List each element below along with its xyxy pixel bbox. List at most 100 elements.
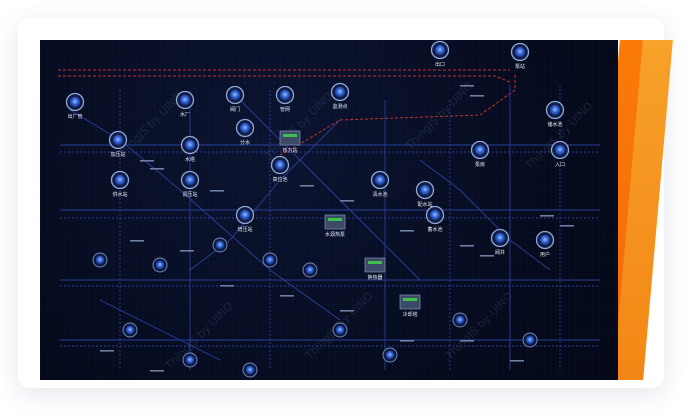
reading-marker <box>560 225 574 227</box>
valve-icon <box>305 265 315 275</box>
pipeline-node[interactable]: 入口 <box>550 140 570 169</box>
valve-icon <box>279 89 291 101</box>
pipeline-node[interactable]: 配水站 <box>415 180 435 209</box>
valve-icon <box>419 184 431 196</box>
pipeline-node[interactable]: 加压站 <box>108 130 128 159</box>
equipment-unit[interactable]: 热力站 <box>279 130 301 154</box>
valve-icon <box>274 159 286 171</box>
valve-icon <box>549 104 561 116</box>
reading-marker <box>340 200 354 202</box>
valve-icon <box>265 255 275 265</box>
valve-icon <box>69 96 81 108</box>
node-label: 阀门 <box>230 106 240 113</box>
pipeline-topology-screen: ThingJS by UINO ThingJS by UINO ThingJS … <box>40 40 618 380</box>
node-label: 管网 <box>280 106 290 113</box>
valve-icon <box>335 325 345 335</box>
node-label: 蓄水池 <box>427 226 442 233</box>
node-label: 配水站 <box>417 201 432 208</box>
valve-icon <box>112 134 124 146</box>
node-label: 入口 <box>555 162 565 168</box>
valve-icon <box>514 46 526 58</box>
node-label: 加压站 <box>110 151 125 158</box>
reading-marker <box>180 250 194 252</box>
reading-marker <box>100 350 114 352</box>
reading-marker <box>400 340 414 342</box>
node-label: 出厂管 <box>67 113 82 120</box>
node-label: 阀井 <box>495 249 505 256</box>
valve-icon <box>554 144 566 156</box>
valve-icon <box>434 44 446 56</box>
pipeline-node[interactable]: 用户 <box>535 230 555 259</box>
pipeline-node[interactable]: 调压站 <box>180 170 200 199</box>
pipeline-node[interactable]: 水塔 <box>180 135 200 164</box>
equipment-label: 换热器 <box>367 274 382 281</box>
pipeline-node[interactable]: 供水站 <box>110 170 130 199</box>
equipment-icon <box>324 214 346 230</box>
valve-icon <box>184 174 196 186</box>
valve-icon <box>179 94 191 106</box>
node-label: 监测点 <box>332 103 347 110</box>
node-label: 泵站 <box>515 63 525 70</box>
valve-icon <box>385 350 395 360</box>
pipeline-node[interactable]: 增压站 <box>235 205 255 234</box>
reading-marker <box>220 285 234 287</box>
reading-marker <box>140 160 154 162</box>
node-label: 供水站 <box>112 191 127 198</box>
valve-icon <box>245 365 255 375</box>
node-label: 泵房 <box>475 161 485 168</box>
pipeline-node[interactable]: 泵站 <box>510 42 530 71</box>
valve-icon <box>95 255 105 265</box>
pipeline-node[interactable]: 分水 <box>235 118 255 147</box>
pipeline-node[interactable]: 泵房 <box>470 140 490 169</box>
valve-icon <box>215 240 225 250</box>
pipeline-node[interactable]: 阀井 <box>490 228 510 257</box>
equipment-unit[interactable]: 换热器 <box>364 257 386 281</box>
node-label: 调压站 <box>182 191 197 198</box>
pipeline-node[interactable]: 监测点 <box>330 82 350 111</box>
reading-marker <box>150 370 164 372</box>
node-label: 储水池 <box>547 121 562 128</box>
equipment-unit[interactable]: 水源热泵 <box>324 214 346 238</box>
pipeline-node[interactable]: 蓄水池 <box>425 205 445 234</box>
pipeline-node[interactable]: 水厂 <box>175 90 195 119</box>
equipment-icon <box>279 130 301 146</box>
equipment-label: 冷却塔 <box>402 311 417 318</box>
reading-marker <box>300 185 314 187</box>
node-label: 出口 <box>435 61 445 68</box>
main-red-pipes <box>58 69 516 156</box>
pipeline-node[interactable]: 储水池 <box>545 100 565 129</box>
equipment-unit[interactable]: 冷却塔 <box>399 294 421 318</box>
node-label: 增压站 <box>237 226 252 233</box>
valve-icon <box>429 209 441 221</box>
reading-marker <box>460 245 474 247</box>
status-indicator <box>403 298 417 301</box>
valve-icon <box>334 86 346 98</box>
valve-icon <box>155 260 165 270</box>
valve-icon <box>494 232 506 244</box>
reading-marker <box>210 190 224 192</box>
valve-icon <box>374 174 386 186</box>
node-label: 水塔 <box>185 156 195 163</box>
pipeline-node[interactable]: 清水池 <box>370 170 390 199</box>
reading-marker <box>130 240 144 242</box>
node-label: 水厂 <box>180 111 190 118</box>
valve-icon <box>114 174 126 186</box>
reading-marker <box>460 340 474 342</box>
annotation-layer <box>100 85 574 372</box>
equipment-icon <box>399 294 421 310</box>
reading-marker <box>460 85 474 87</box>
pipeline-node[interactable]: 阀门 <box>225 85 245 114</box>
pipeline-node[interactable]: 出厂管 <box>65 92 85 121</box>
reading-marker <box>340 310 354 312</box>
reading-marker <box>150 168 164 170</box>
equipment-label: 水源热泵 <box>325 231 345 238</box>
status-indicator <box>328 218 342 221</box>
pipeline-node[interactable]: 出口 <box>430 40 450 69</box>
pipeline-node[interactable]: 管网 <box>275 85 295 114</box>
reading-marker <box>480 255 494 257</box>
valve-icon <box>185 355 195 365</box>
pipeline-node[interactable]: 高位池 <box>270 155 290 184</box>
reading-marker <box>400 230 414 232</box>
